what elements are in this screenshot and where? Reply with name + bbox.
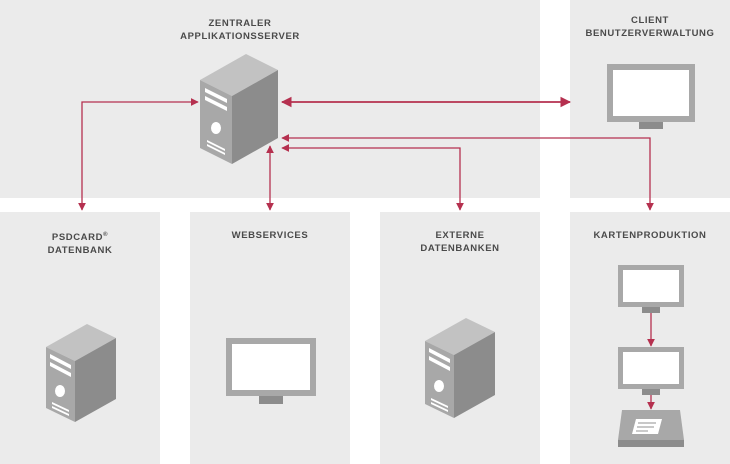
externe-label-line1: EXTERNE	[435, 230, 485, 241]
client-monitor-icon	[607, 64, 695, 129]
app-server-label-line2: APPLIKATIONSSERVER	[180, 31, 300, 42]
production-monitor-2-icon	[618, 347, 684, 395]
kartenproduktion-label: KARTENPRODUKTION	[570, 229, 730, 242]
externe-label: EXTERNE DATENBANKEN	[380, 229, 540, 255]
production-monitor-1-icon	[618, 265, 684, 313]
webservices-label: WEBSERVICES	[190, 229, 350, 242]
client-label-line1: CLIENT	[631, 15, 669, 26]
app-server-label: ZENTRALER APPLIKATIONSSERVER	[150, 17, 330, 43]
psdcard-label-line1: PSDCARD	[51, 232, 104, 244]
arrow-server-to-psdcard	[78, 98, 199, 211]
psdcard-label-line2: DATENBANK	[47, 245, 113, 257]
client-label-line2: BENUTZERVERWALTUNG	[585, 28, 715, 39]
kartenproduktion-label-line1: KARTENPRODUKTION	[593, 230, 707, 241]
webservices-monitor-icon	[226, 338, 316, 404]
arrow-server-to-kartenproduktion	[281, 134, 654, 211]
registered-mark: ®	[103, 232, 109, 238]
arrow-server-to-externe	[281, 144, 464, 211]
app-server-label-line1: ZENTRALER	[208, 18, 272, 29]
psdcard-label: PSDCARD® DATENBANK	[0, 229, 160, 257]
client-label: CLIENT BENUTZERVERWALTUNG	[570, 14, 730, 40]
externe-label-line2: DATENBANKEN	[420, 243, 500, 254]
webservices-label-line1: WEBSERVICES	[231, 230, 309, 241]
externe-db-tower-icon	[425, 318, 495, 418]
psdcard-db-tower-icon	[46, 324, 116, 422]
app-server-tower-icon	[200, 54, 278, 164]
card-printer-icon	[618, 410, 684, 447]
